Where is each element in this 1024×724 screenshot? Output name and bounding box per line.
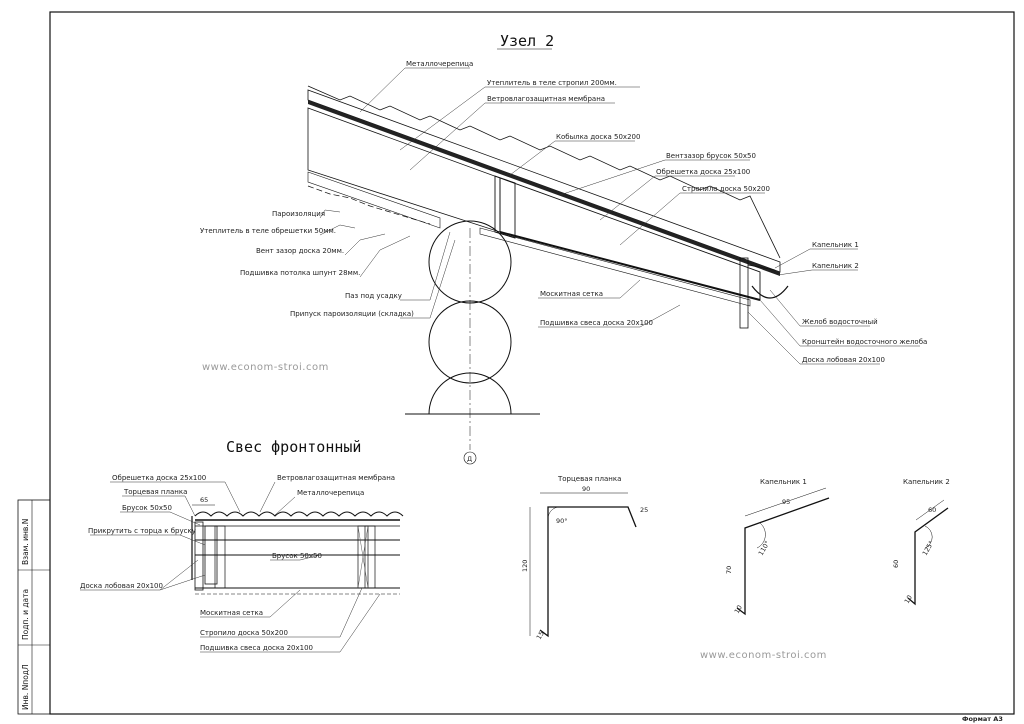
end-strip-d-bottom: 15	[535, 630, 546, 641]
side-stamp: Взам. инв.N Подп. и дата Инв. NподЛ	[17, 499, 51, 715]
label-gutter: Желоб водосточный	[802, 318, 878, 326]
end-strip-d-height: 120	[521, 560, 529, 572]
gable-leaders	[80, 481, 381, 653]
drip1-title: Капельник 1	[760, 478, 807, 486]
stamp-inv: Инв. NподЛ	[21, 664, 30, 710]
label-fascia: Доска лобовая 20x100	[802, 356, 885, 364]
label-vapor-allow: Припуск пароизоляции (складка)	[290, 310, 414, 318]
label-settle-gap: Паз под усадку	[345, 292, 402, 300]
gable-label-rafter: Стропило доска 50x200	[200, 629, 288, 637]
label-vent-gap: Вент зазор доска 20мм.	[256, 247, 344, 255]
gable-title: Свес фронтонный	[226, 438, 361, 456]
label-insul-200: Утеплитель в теле стропил 200мм.	[487, 79, 617, 87]
gable-label-end-strip: Торцевая планка	[123, 488, 187, 496]
label-soffit: Подшивка свеса доска 20x100	[540, 319, 653, 327]
label-vapor: Пароизоляция	[272, 210, 325, 218]
end-strip-d-top: 90	[582, 485, 590, 493]
label-membrane: Ветровлагозащитная мембрана	[487, 95, 605, 103]
label-drip2: Капельник 2	[812, 262, 859, 270]
label-ceiling: Подшивка потолка шпунт 28мм.	[240, 269, 360, 277]
label-rafter: Стропило доска 50x200	[682, 185, 770, 193]
drip2-d-bottom: 10	[903, 594, 914, 605]
label-vent-bar: Вентзазор брусок 50x50	[666, 152, 756, 160]
gable-label-bar-inner: Брусок 50x50	[272, 552, 322, 560]
drip1-d-bottom: 10	[733, 604, 744, 615]
watermark: www.econom-stroi.com	[700, 650, 827, 661]
drip2-title: Капельник 2	[903, 478, 950, 486]
gable-dim-65: 65	[200, 496, 208, 504]
drip2-d-height: 60	[892, 560, 900, 568]
drip1-angle: 110°	[757, 539, 772, 557]
gable-label-mosquito: Москитная сетка	[200, 609, 263, 617]
watermark: www.econom-stroi.com	[202, 362, 329, 373]
gable-label-membrane: Ветровлагозащитная мембрана	[277, 474, 395, 482]
profile-drip1: Капельник 1 95 70 10 110°	[725, 478, 830, 616]
sheet-frame	[49, 11, 1015, 715]
gable-label-lathing: Обрешетка доска 25x100	[112, 474, 206, 482]
label-mosquito: Москитная сетка	[540, 290, 603, 298]
gable-label-fascia: Доска лобовая 20x100	[80, 582, 163, 590]
end-strip-d-lip: 25	[640, 506, 648, 514]
stamp-replace: Взам. инв.N	[21, 519, 30, 565]
gable-label-screw: Прикрутить с торца к бруску	[88, 527, 196, 535]
drip2-d-top: 60	[928, 506, 936, 514]
axis-marker: Д	[467, 455, 472, 463]
profile-drip2: Капельник 2 60 60 10 125°	[892, 478, 950, 606]
format-label: Формат А3	[962, 715, 1003, 723]
drip1-d-height: 70	[725, 566, 733, 574]
drip2-angle: 125°	[921, 539, 936, 557]
gable-label-soffit: Подшивка свеса доска 20x100	[200, 644, 313, 652]
label-bracket: Кронштейн водосточного желоба	[802, 338, 927, 346]
label-ridge-board: Кобылка доска 50x200	[556, 133, 640, 141]
label-lathing: Обрешетка доска 25x100	[656, 168, 750, 176]
gable-drawing: 65	[191, 496, 404, 595]
gable-label-metal-tile: Металлочерепица	[297, 489, 364, 497]
profile-end-strip: Торцевая планка 90 25 120 15 90°	[521, 475, 648, 641]
end-strip-angle: 90°	[556, 517, 568, 525]
stamp-sign: Подп. и дата	[21, 589, 30, 640]
label-drip1: Капельник 1	[812, 241, 859, 249]
node2-drawing: Д	[307, 85, 789, 465]
node2-title: Узел 2	[500, 32, 554, 50]
gable-label-bar: Брусок 50x50	[122, 504, 172, 512]
drip1-d-top: 95	[782, 498, 790, 506]
label-insul-50: Утеплитель в теле обрешетки 50мм.	[200, 227, 336, 235]
label-metal-tile: Металлочерепица	[406, 60, 473, 68]
node2-leaders	[319, 67, 920, 365]
end-strip-title: Торцевая планка	[557, 475, 621, 483]
